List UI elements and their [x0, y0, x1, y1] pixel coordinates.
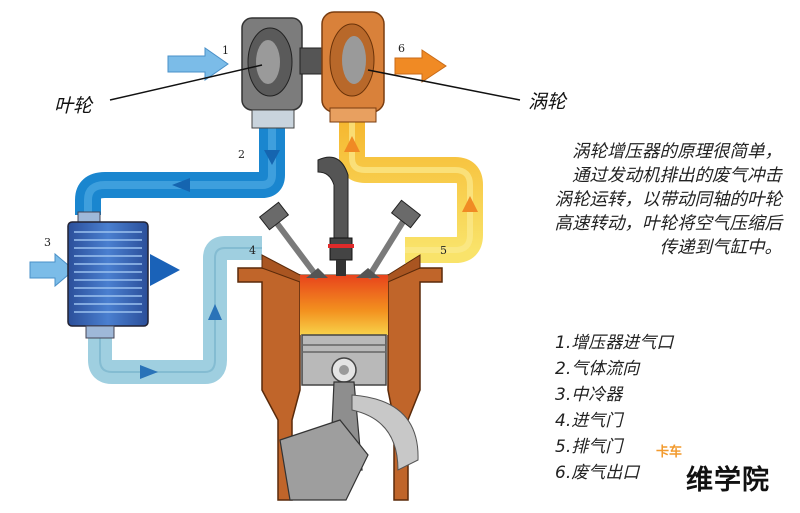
exhaust-arrow-up-icon-2	[344, 136, 360, 152]
flow-arrow-down-icon	[264, 150, 280, 165]
callout-3: 3	[44, 236, 51, 249]
callout-4: 4	[249, 244, 256, 257]
intercooler-air-in-arrow-icon	[29, 252, 75, 288]
engine-cylinder	[237, 254, 443, 501]
impeller-leader	[109, 64, 263, 101]
legend-item: 6.废气出口	[555, 463, 640, 483]
turbine-label: 涡轮	[528, 91, 568, 113]
flow-arrow-left-icon	[172, 178, 190, 192]
callout-2: 2	[238, 148, 245, 161]
compressor-housing	[241, 17, 331, 129]
intake-arrow-icon	[167, 47, 229, 81]
watermark-large: 维学院	[686, 465, 770, 496]
callout-6: 6	[398, 42, 405, 55]
legend-item: 4.进气门	[555, 411, 623, 431]
flow-arrow-right-icon	[140, 365, 158, 379]
legend-item: 3.中冷器	[555, 385, 623, 405]
description-line: 高速转动，叶轮将空气压缩后	[554, 214, 783, 234]
legend-item: 2.气体流向	[555, 359, 640, 379]
impeller-label: 叶轮	[54, 95, 94, 117]
flow-arrow-up-icon	[208, 304, 222, 320]
exhaust-valve	[356, 199, 422, 280]
intercooler	[67, 211, 149, 339]
principle-description: 涡轮增压器的原理很简单， 通过发动机排出的废气冲击 涡轮运转，以带动同轴的叶轮 …	[482, 140, 783, 260]
description-line: 通过发动机排出的废气冲击	[572, 166, 782, 186]
callout-1: 1	[222, 44, 229, 57]
legend-item: 1.增压器进气口	[555, 333, 674, 353]
exhaust-pipe	[339, 120, 483, 263]
callout-5: 5	[440, 244, 447, 257]
turbine-leader	[367, 69, 521, 101]
intercooler-air-out-arrow-icon	[150, 254, 180, 286]
intake-valve	[258, 201, 328, 280]
intake-pipe-hot-side	[75, 128, 285, 215]
exhaust-outlet-arrow-icon	[394, 49, 447, 83]
description-line: 传递到气缸中。	[659, 238, 783, 258]
exhaust-arrow-up-icon	[462, 196, 478, 212]
turbine-housing	[321, 11, 385, 123]
legend: 1.增压器进气口 2.气体流向 3.中冷器 4.进气门 5.排气门 6.废气出口	[555, 330, 673, 486]
injector	[317, 156, 354, 276]
legend-item: 5.排气门	[555, 437, 623, 457]
watermark-small: 卡车	[656, 445, 683, 460]
description-line: 涡轮运转，以带动同轴的叶轮	[554, 190, 783, 210]
description-line: 涡轮增压器的原理很简单，	[572, 142, 782, 162]
